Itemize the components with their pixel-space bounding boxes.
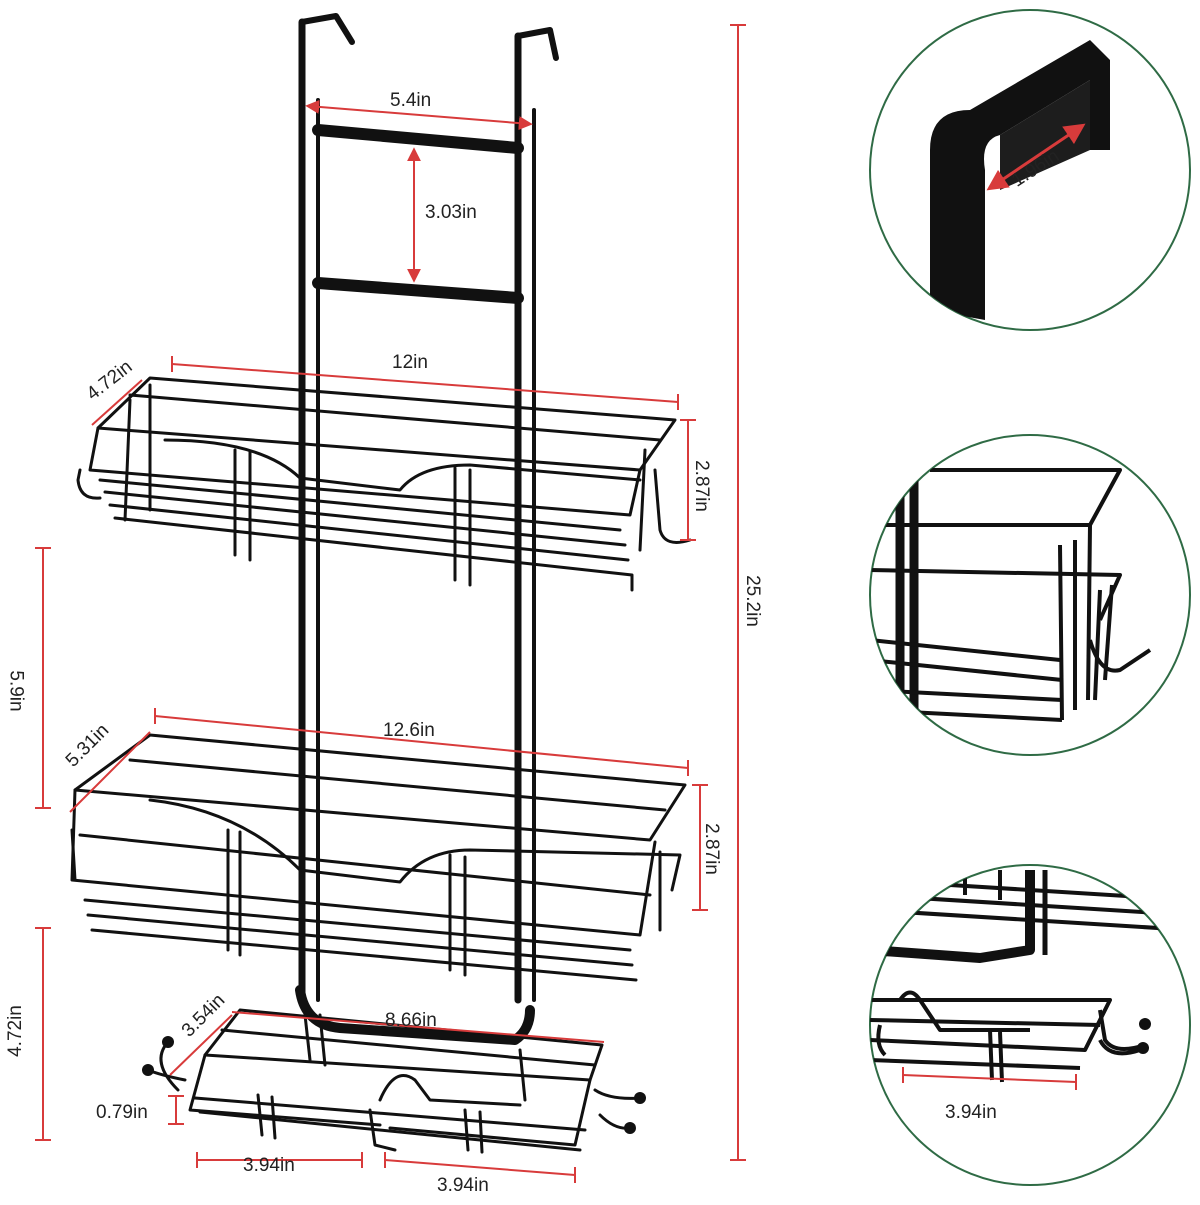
label-soap-height: 0.79in <box>96 1102 148 1123</box>
soap-dish <box>146 1008 642 1154</box>
dim-basket2-width <box>154 715 689 769</box>
callout-soap-dish <box>869 864 1191 1186</box>
callout-hook <box>869 9 1191 331</box>
label-basket1-width: 12in <box>392 352 428 373</box>
dim-soap-depth <box>169 1014 233 1076</box>
dim-basket1-width <box>171 363 679 403</box>
soap-dish-hook-knobs <box>142 1036 646 1134</box>
label-soap-dish-width: 3.94in <box>945 1102 997 1123</box>
label-soap-right-width: 3.94in <box>437 1175 489 1196</box>
label-basket2-width: 12.6in <box>383 720 435 741</box>
middle-basket <box>70 733 687 982</box>
dim-basket1-depth <box>91 379 143 426</box>
label-overall-height: 25.2in <box>741 575 763 627</box>
dimension-lines <box>35 24 746 1183</box>
upper-basket <box>76 376 692 592</box>
dim-soap-width <box>231 1011 605 1043</box>
label-soap-left-width: 3.94in <box>243 1155 295 1176</box>
dim-soap-right <box>384 1159 576 1176</box>
label-shelf-gap-lower: 4.72in <box>4 1005 26 1057</box>
label-top-width: 5.4in <box>390 90 432 111</box>
label-soap-width: 8.66in <box>385 1010 437 1031</box>
label-rung-gap: 3.03in <box>425 202 477 223</box>
label-shelf-gap-upper: 5.9in <box>5 670 27 712</box>
callout-basket-corner <box>869 434 1191 756</box>
label-basket2-height: 2.87in <box>700 823 722 875</box>
dim-basket2-depth <box>69 731 151 813</box>
dim-top-width <box>305 99 533 131</box>
label-basket1-height: 2.87in <box>690 460 712 512</box>
